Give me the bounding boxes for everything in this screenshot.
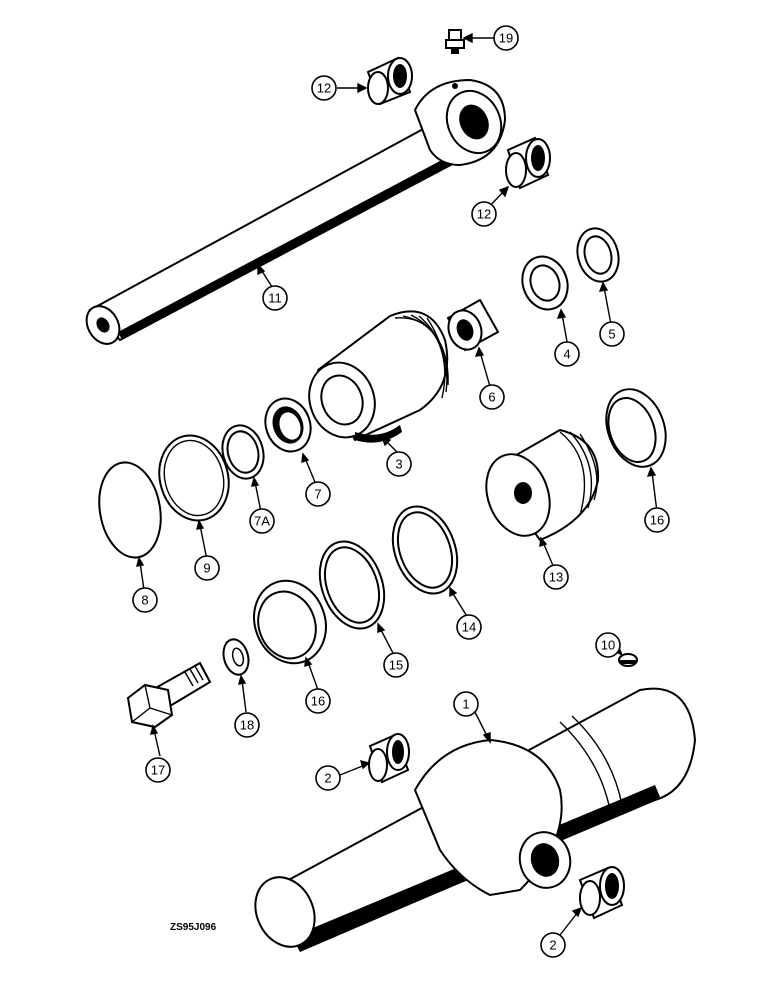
callout-4-4: 4 <box>554 341 580 367</box>
callout-circle <box>456 614 482 640</box>
part-ring-4 <box>521 255 569 311</box>
part-bleed-screw-10 <box>618 653 638 667</box>
callout-6-6: 6 <box>479 384 505 410</box>
callout-circle <box>471 201 497 227</box>
callout-number: 16 <box>311 694 325 709</box>
part-washer-18 <box>222 638 250 676</box>
callout-number: 19 <box>499 31 513 46</box>
part-piston-13 <box>485 428 600 542</box>
part-gland-3 <box>308 310 449 443</box>
callout-number: 11 <box>268 291 282 306</box>
callout-number: 3 <box>395 457 402 472</box>
callout-12-1: 12 <box>311 75 337 101</box>
callout-11-3: 11 <box>262 285 288 311</box>
callout-number: 6 <box>488 390 495 405</box>
callout-13-13: 13 <box>543 564 569 590</box>
callout-circle <box>479 384 505 410</box>
callout-circle <box>383 652 409 678</box>
callout-8-11: 8 <box>132 587 158 613</box>
callout-number: 2 <box>324 771 331 786</box>
callout-circle <box>132 587 158 613</box>
part-ring-5 <box>576 227 620 283</box>
callout-circle <box>262 285 288 311</box>
callout-number: 15 <box>389 658 403 673</box>
part-ring-9 <box>158 434 230 522</box>
part-grease-fitting <box>445 29 465 54</box>
part-seal-7 <box>264 397 312 453</box>
callout-18-17: 18 <box>234 712 260 738</box>
part-barrel-1 <box>254 687 697 952</box>
part-ring-14 <box>391 505 459 595</box>
callout-number: 12 <box>317 81 331 96</box>
callout-16-16: 16 <box>305 688 331 714</box>
callout-circle <box>311 75 337 101</box>
callout-2-22: 2 <box>540 932 566 958</box>
part-bushing-lower-right <box>578 866 625 920</box>
callout-circle <box>249 508 275 534</box>
callout-9-10: 9 <box>194 555 220 581</box>
callout-circle <box>543 564 569 590</box>
callout-labels: 19 12 12 11 4 5 6 3 7 7A 9 8 16 13 14 15 16 18 10 1 17 2 2 <box>132 25 670 958</box>
callout-number: 4 <box>563 347 570 362</box>
callout-circle <box>599 321 625 347</box>
callout-number: 16 <box>650 513 664 528</box>
callout-number: 17 <box>151 763 165 778</box>
callout-circle <box>644 507 670 533</box>
part-wear-ring-16-lower <box>253 579 327 665</box>
callout-number: 8 <box>141 593 148 608</box>
callout-5-5: 5 <box>599 321 625 347</box>
callout-17-20: 17 <box>145 757 171 783</box>
part-ring-15 <box>318 540 386 630</box>
callout-number: 2 <box>549 938 556 953</box>
callout-number: 18 <box>240 718 254 733</box>
callout-circle <box>305 481 331 507</box>
callout-number: 9 <box>203 561 210 576</box>
part-oring-8 <box>98 461 162 559</box>
callout-14-14: 14 <box>456 614 482 640</box>
callout-number: 1 <box>462 697 469 712</box>
part-ring-7a <box>221 424 265 480</box>
callout-number: 7A <box>254 514 270 529</box>
callout-3-7: 3 <box>386 451 412 477</box>
callout-number: 14 <box>462 620 476 635</box>
callout-circle <box>234 712 260 738</box>
callout-circle <box>315 765 341 791</box>
callout-7a-9: 7A <box>249 508 275 534</box>
drawing-code: ZS95J096 <box>170 922 217 933</box>
callout-2-21: 2 <box>315 765 341 791</box>
part-bushing-lower-left <box>368 733 410 784</box>
part-rod <box>85 78 507 345</box>
part-bushing-upper-left <box>366 56 413 106</box>
callout-1-19: 1 <box>453 691 479 717</box>
callout-number: 5 <box>608 327 615 342</box>
callout-number: 10 <box>601 638 615 653</box>
callout-circle <box>145 757 171 783</box>
callout-7-8: 7 <box>305 481 331 507</box>
callout-number: 12 <box>477 207 491 222</box>
callout-12-2: 12 <box>471 201 497 227</box>
callout-circle <box>540 932 566 958</box>
callout-16-12: 16 <box>644 507 670 533</box>
callout-15-15: 15 <box>383 652 409 678</box>
callout-circle <box>554 341 580 367</box>
callout-19-0: 19 <box>493 25 519 51</box>
callout-10-18: 10 <box>595 632 621 658</box>
callout-number: 13 <box>549 570 563 585</box>
callout-circle <box>595 632 621 658</box>
callout-circle <box>493 25 519 51</box>
callout-number: 7 <box>314 487 321 502</box>
callout-circle <box>305 688 331 714</box>
part-bolt-17 <box>126 661 212 729</box>
leader-lines <box>136 32 658 936</box>
part-sleeve-6 <box>446 298 500 352</box>
part-wear-ring-16-upper <box>605 388 667 468</box>
callout-circle <box>386 451 412 477</box>
callout-circle <box>194 555 220 581</box>
callout-circle <box>453 691 479 717</box>
part-bushing-upper-right <box>505 136 551 190</box>
